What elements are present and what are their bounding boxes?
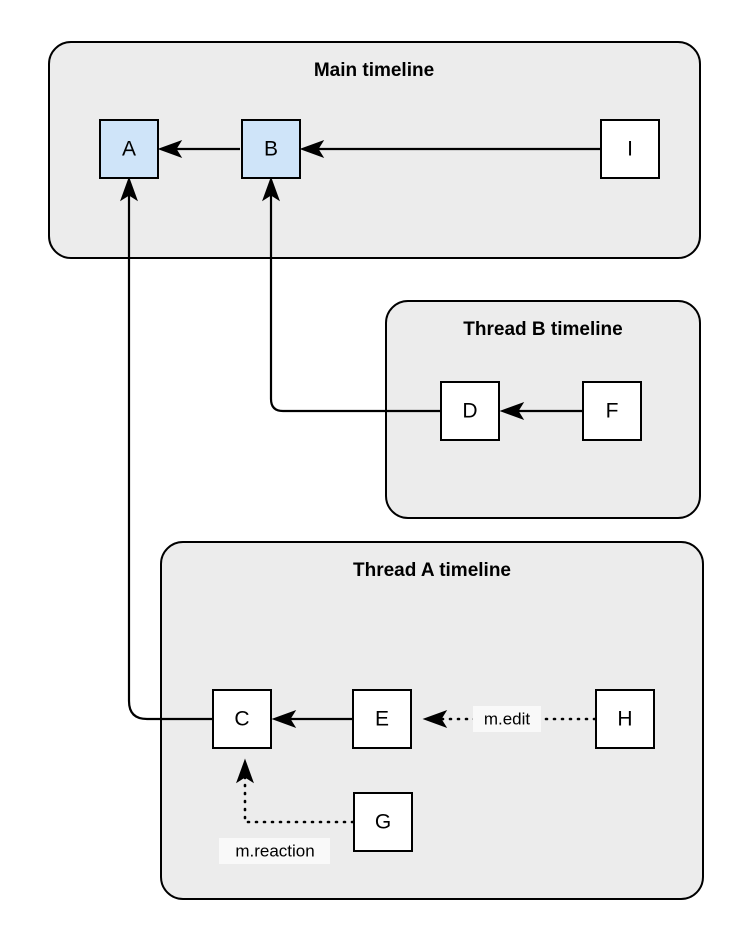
node-g-box[interactable]: [353, 792, 413, 852]
node-d-label: D: [462, 400, 477, 423]
group-thread-a-timeline-title: Thread A timeline: [353, 560, 511, 581]
node-a-label: A: [122, 138, 136, 161]
group-main-timeline-title: Main timeline: [314, 60, 434, 81]
edge-i-to-b: [299, 140, 600, 158]
node-i[interactable]: I: [600, 119, 660, 179]
group-thread-b-timeline-title: Thread B timeline: [463, 319, 622, 340]
edge-c-to-a-arrowhead: [120, 176, 138, 202]
edge-e-to-c-arrowhead: [271, 710, 297, 728]
node-g[interactable]: G: [353, 792, 413, 852]
edge-h-to-e-label-bg: [473, 706, 541, 732]
group-thread-b-timeline-box: [385, 300, 701, 519]
edge-h-to-e: m.edit: [422, 706, 597, 732]
node-e-box[interactable]: [352, 689, 412, 749]
node-b-label: B: [264, 138, 278, 161]
node-e-label: E: [375, 708, 389, 731]
node-f[interactable]: F: [582, 381, 642, 441]
edge-f-to-d-arrowhead: [499, 402, 525, 420]
edge-d-to-b: [262, 176, 440, 413]
node-f-box[interactable]: [582, 381, 642, 441]
node-c[interactable]: C: [212, 689, 272, 749]
node-c-box[interactable]: [212, 689, 272, 749]
edge-f-to-d: [499, 402, 582, 420]
node-h-box[interactable]: [595, 689, 655, 749]
node-a-box[interactable]: [99, 119, 159, 179]
node-d-box[interactable]: [440, 381, 500, 441]
edge-b-to-a: [157, 140, 240, 158]
edge-d-to-b-arrowhead: [262, 176, 280, 202]
node-g-label: G: [375, 811, 391, 834]
node-h-label: H: [617, 708, 632, 731]
edge-g-to-c-arrowhead: [236, 758, 254, 784]
node-f-label: F: [606, 400, 619, 423]
edge-g-to-c-label: m.reaction: [235, 841, 314, 860]
node-c-label: C: [234, 708, 249, 731]
edge-e-to-c: [271, 710, 352, 728]
edge-i-to-b-arrowhead: [299, 140, 325, 158]
edge-d-to-b-line: [269, 190, 440, 413]
group-thread-b-timeline: Thread B timeline: [385, 300, 701, 519]
edge-h-to-e-label: m.edit: [484, 709, 531, 728]
edge-h-to-e-arrowhead: [422, 710, 448, 728]
edge-c-to-a-line: [127, 190, 212, 721]
edge-c-to-a: [120, 176, 212, 721]
node-e[interactable]: E: [352, 689, 412, 749]
edge-g-to-c: m.reaction: [219, 758, 355, 864]
node-i-label: I: [627, 138, 633, 161]
node-i-box[interactable]: [600, 119, 660, 179]
edge-b-to-a-arrowhead: [157, 140, 183, 158]
node-b-box[interactable]: [241, 119, 301, 179]
node-b[interactable]: B: [241, 119, 301, 179]
node-a[interactable]: A: [99, 119, 159, 179]
node-h[interactable]: H: [595, 689, 655, 749]
node-d[interactable]: D: [440, 381, 500, 441]
edge-g-to-c-label-bg: [219, 838, 330, 864]
